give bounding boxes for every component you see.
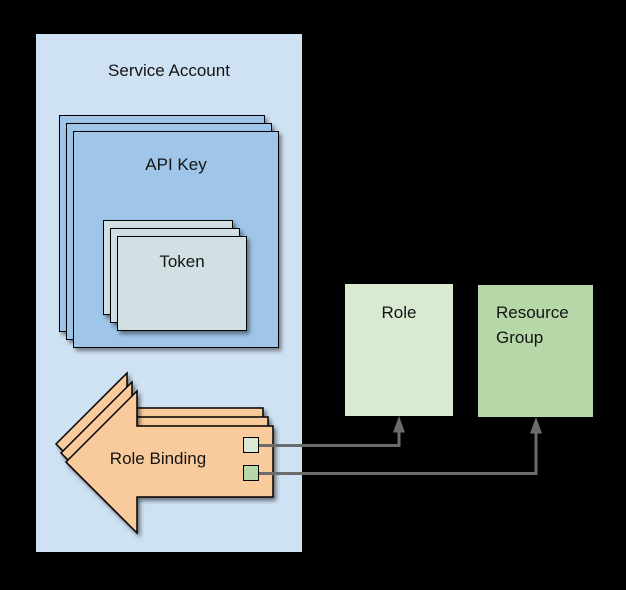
arrowhead-up-icon: [530, 417, 542, 434]
token-label: Token: [159, 252, 205, 271]
resource-group-box: [478, 285, 593, 417]
role-port-square: [243, 437, 259, 453]
role-binding-label: Role Binding: [109, 449, 207, 468]
resource-group-label: Resource Group: [496, 303, 569, 347]
token-box: [117, 236, 247, 331]
role-label: Role: [381, 303, 417, 322]
arrowhead-up-icon: [393, 416, 405, 433]
service-account-label: Service Account: [108, 61, 230, 80]
role-box: [345, 284, 453, 416]
resource-group-port-square: [243, 465, 259, 481]
api-key-label: API Key: [145, 155, 207, 174]
